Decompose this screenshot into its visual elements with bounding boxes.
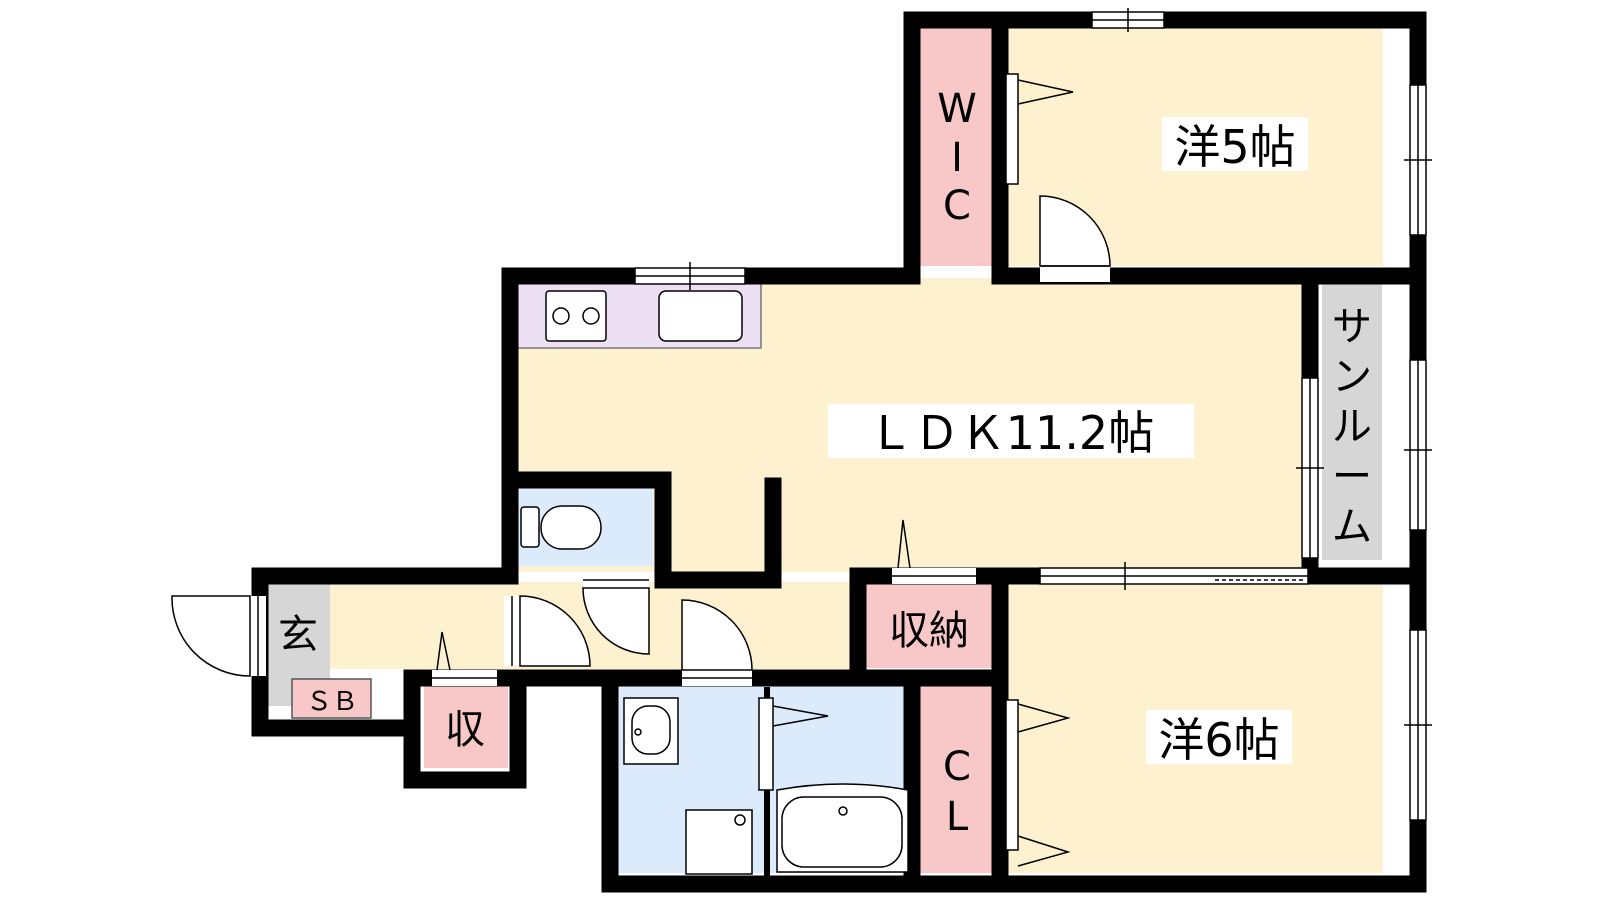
ldk-label: ＬＤＫ11.2帖 bbox=[868, 406, 1154, 460]
ldk-label-bg bbox=[828, 404, 1194, 458]
storage-floor bbox=[862, 582, 996, 668]
room-western-5-label: 洋5帖 bbox=[1174, 120, 1295, 174]
svg-text:ー: ー bbox=[1332, 454, 1372, 500]
room-western-5-label-bg bbox=[1162, 117, 1308, 171]
room-western-6-label: 洋6帖 bbox=[1158, 713, 1279, 767]
sunroom-label: サ ン ル ー ム bbox=[1332, 304, 1372, 550]
wic-label-c: C bbox=[943, 183, 971, 229]
svg-text:ム: ム bbox=[1332, 504, 1372, 550]
entrance-label: 玄 bbox=[278, 612, 318, 658]
shoe-box-floor bbox=[291, 678, 372, 719]
room-western-6-label-bg bbox=[1146, 710, 1292, 764]
closet-label-c: C bbox=[943, 744, 971, 790]
svg-text:サ: サ bbox=[1332, 304, 1372, 350]
sink-icon bbox=[658, 290, 743, 342]
wic-floor bbox=[918, 28, 995, 266]
small-storage-floor bbox=[424, 682, 508, 768]
toilet-icon bbox=[520, 505, 602, 550]
bathtub-icon bbox=[776, 783, 909, 873]
washbasin-icon bbox=[623, 697, 679, 765]
windows bbox=[634, 8, 1432, 821]
sunroom-floor bbox=[1322, 280, 1382, 560]
wic-label-i: I bbox=[951, 135, 963, 181]
svg-text:ン: ン bbox=[1332, 354, 1372, 400]
stove-icon bbox=[545, 290, 607, 342]
doors bbox=[171, 73, 1111, 867]
closet-label-l: L bbox=[946, 794, 969, 840]
storage-label: 収納 bbox=[889, 608, 969, 654]
closet-floor bbox=[918, 682, 995, 873]
washing-machine-icon bbox=[685, 809, 753, 875]
small-storage-label: 収 bbox=[445, 707, 485, 753]
wic-label-w: W bbox=[937, 86, 977, 132]
svg-text:ル: ル bbox=[1332, 404, 1372, 450]
shoe-box-label: ＳＢ bbox=[306, 687, 358, 717]
